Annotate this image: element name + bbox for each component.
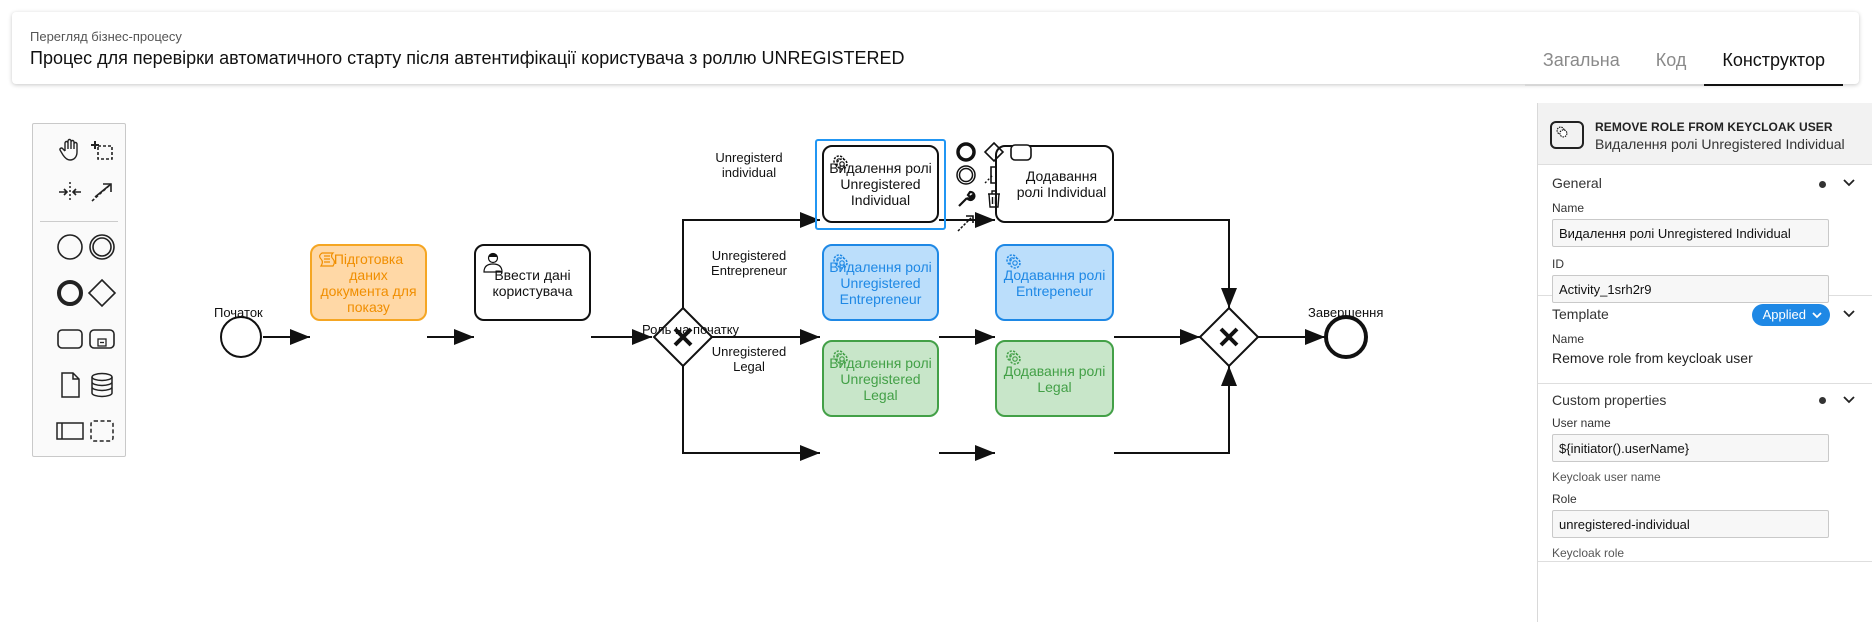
append-task-icon[interactable] xyxy=(1009,141,1032,163)
group-template: Template Applied Name Remove role from k… xyxy=(1538,296,1872,384)
id-field-label: ID xyxy=(1552,257,1564,271)
page-subtitle: Перегляд бізнес-процесу xyxy=(30,29,182,44)
task-add-entrepreneur-label: Додавання ролі Entrepeneur xyxy=(1003,266,1106,299)
task-remove-role-legal[interactable]: Видалення ролі Unregistered Legal xyxy=(822,340,939,417)
flow-add-legal-join xyxy=(1114,366,1237,454)
end-event-icon[interactable] xyxy=(52,275,88,311)
element-type: REMOVE ROLE FROM KEYCLOAK USER xyxy=(1595,120,1833,134)
name-field-label: Name xyxy=(1552,201,1585,215)
intermediate-event-icon[interactable] xyxy=(84,229,120,265)
group-icon[interactable] xyxy=(84,413,120,449)
name-field[interactable]: Видалення ролі Unregistered Individual xyxy=(1552,219,1829,247)
flow-entrepreneur-label: Unregistered Entrepreneur xyxy=(711,248,787,278)
properties-panel: REMOVE ROLE FROM KEYCLOAK USER Видалення… xyxy=(1537,103,1872,622)
service-task-icon xyxy=(1550,121,1584,149)
user-name-hint: Keycloak user name xyxy=(1552,470,1661,484)
chevron-down-icon[interactable] xyxy=(1842,393,1856,410)
tool-palette xyxy=(32,123,126,457)
page-title: Процес для перевірки автоматичного старт… xyxy=(30,48,905,68)
global-connect-tool-icon[interactable] xyxy=(84,174,120,210)
tab-code[interactable]: Код xyxy=(1637,34,1705,86)
text-annotation-icon[interactable] xyxy=(983,164,1005,186)
task-remove-individual-label: Видалення ролі Unregistered Individual xyxy=(829,160,932,208)
task-remove-entrepreneur-label: Видалення ролі Unregistered Entrepreneur xyxy=(829,258,932,307)
gateway-split-label: Роль на початку xyxy=(642,322,740,337)
selection-outline xyxy=(815,139,946,230)
gateway-join xyxy=(1198,306,1260,368)
connect-arrow-icon[interactable] xyxy=(955,211,977,233)
user-name-field[interactable]: ${initiator().userName} xyxy=(1552,434,1829,462)
bpmn-canvas[interactable]: Початок Завершення Роль на початку Unreg… xyxy=(0,100,1530,622)
user-name-label: User name xyxy=(1552,416,1611,430)
start-event xyxy=(220,316,262,358)
chevron-down-icon[interactable] xyxy=(1842,307,1856,324)
change-type-wrench-icon[interactable] xyxy=(955,188,977,210)
task-user-input-label: Ввести дані користувача xyxy=(492,266,573,299)
group-template-title: Template xyxy=(1552,306,1609,322)
palette-separator xyxy=(40,221,118,222)
role-field-label: Role xyxy=(1552,492,1577,506)
group-general: General Name Видалення ролі Unregistered… xyxy=(1538,165,1872,303)
gateway-icon[interactable] xyxy=(84,275,120,311)
template-badge-label: Applied xyxy=(1762,307,1806,322)
data-object-icon[interactable] xyxy=(52,367,88,403)
has-entries-dot-icon xyxy=(1819,397,1826,404)
view-tabs: Загальна Код Конструктор xyxy=(1524,34,1843,86)
subprocess-icon[interactable] xyxy=(84,321,120,357)
group-custom-header[interactable]: Custom properties xyxy=(1538,384,1872,416)
flow-add-individual-join xyxy=(1114,219,1237,308)
page-header: Перегляд бізнес-процесу Процес для перев… xyxy=(12,12,1859,86)
group-general-title: General xyxy=(1552,175,1602,191)
role-field[interactable]: unregistered-individual xyxy=(1552,510,1829,538)
task-remove-legal-label: Видалення ролі Unregistered Legal xyxy=(829,354,932,403)
id-field[interactable]: Activity_1srh2r9 xyxy=(1552,275,1829,303)
task-add-role-legal[interactable]: Додавання ролі Legal xyxy=(995,340,1114,417)
data-store-icon[interactable] xyxy=(84,367,120,403)
template-name-label: Name xyxy=(1552,332,1585,346)
has-entries-dot-icon xyxy=(1819,181,1826,188)
task-icon[interactable] xyxy=(52,321,88,357)
task-prepare-label: Підготовка даних документа для показу xyxy=(320,250,417,315)
element-name: Видалення ролі Unregistered Individual xyxy=(1595,136,1845,152)
tab-constructor[interactable]: Конструктор xyxy=(1704,34,1843,86)
task-remove-role-individual[interactable]: Видалення ролі Unregistered Individual xyxy=(822,145,939,223)
start-event-label: Початок xyxy=(214,305,263,320)
task-user-input[interactable]: Ввести дані користувача xyxy=(474,244,591,321)
flow-individual-label: Unregisterd individual xyxy=(715,150,783,180)
task-remove-role-entrepreneur[interactable]: Видалення ролі Unregistered Entrepreneur xyxy=(822,244,939,321)
hand-tool-icon[interactable] xyxy=(52,132,88,168)
append-end-event-icon[interactable] xyxy=(955,141,977,163)
tab-general[interactable]: Загальна xyxy=(1524,34,1638,86)
group-custom-title: Custom properties xyxy=(1552,392,1667,408)
group-custom-properties: Custom properties User name ${initiator(… xyxy=(1538,384,1872,562)
delete-trash-icon[interactable] xyxy=(983,188,1005,210)
flow-legal xyxy=(682,366,820,461)
task-add-individual-label: Додавання ролі Individual xyxy=(1016,168,1107,200)
task-add-role-entrepreneur[interactable]: Додавання ролі Entrepeneur xyxy=(995,244,1114,321)
properties-header: REMOVE ROLE FROM KEYCLOAK USER Видалення… xyxy=(1538,103,1872,165)
task-add-legal-label: Додавання ролі Legal xyxy=(1003,362,1106,395)
role-hint: Keycloak role xyxy=(1552,546,1625,560)
end-event-label: Завершення xyxy=(1308,305,1384,320)
template-applied-badge[interactable]: Applied xyxy=(1751,304,1830,326)
start-event-icon[interactable] xyxy=(52,229,88,265)
group-template-header[interactable]: Template Applied xyxy=(1538,296,1872,332)
chevron-down-icon[interactable] xyxy=(1842,176,1856,193)
append-intermediate-event-icon[interactable] xyxy=(955,164,977,186)
pool-icon[interactable] xyxy=(52,413,88,449)
gateway-split xyxy=(652,306,714,368)
sequence-flows xyxy=(220,212,1368,461)
lasso-tool-icon[interactable] xyxy=(84,132,120,168)
template-name-value: Remove role from keycloak user xyxy=(1552,350,1753,366)
group-general-header[interactable]: General xyxy=(1538,165,1872,201)
flow-individual xyxy=(682,212,820,308)
flow-legal-label: Unregistered Legal xyxy=(711,344,787,374)
append-gateway-icon[interactable] xyxy=(983,141,1005,163)
end-event xyxy=(1324,315,1368,359)
task-prepare-document[interactable]: Підготовка даних документа для показу xyxy=(310,244,427,321)
space-tool-icon[interactable] xyxy=(52,174,88,210)
chevron-down-icon xyxy=(1812,304,1822,333)
